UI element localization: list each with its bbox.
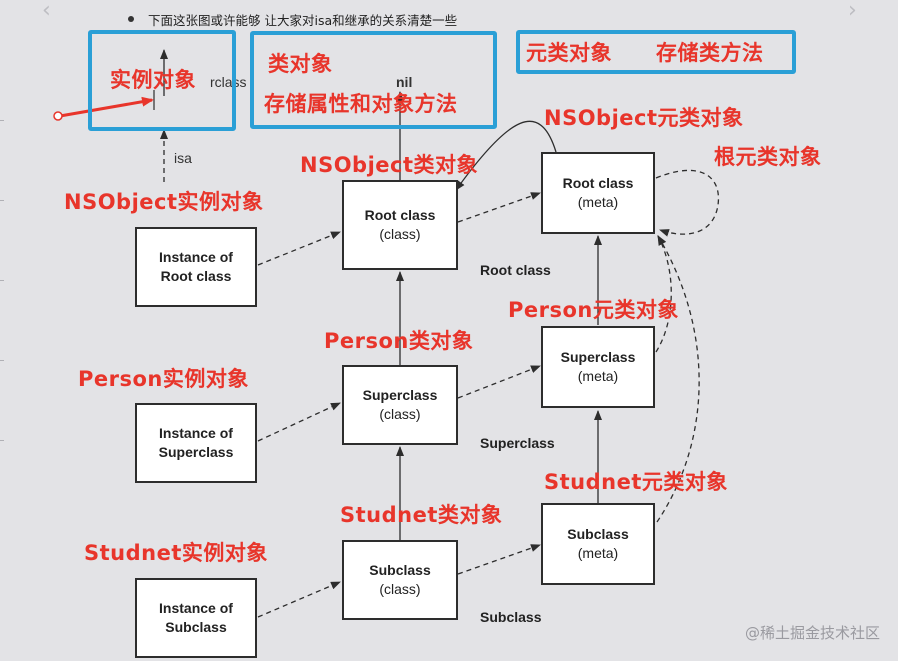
annotation-meta-class-desc: 存储类方法: [656, 41, 764, 65]
annotation-nsobject-meta: NSObject元类对象: [544, 106, 744, 130]
ruler-tick: [0, 280, 4, 281]
highlight-meta-class: [516, 30, 796, 74]
annotation-student-meta: Studnet元类对象: [544, 470, 728, 494]
node-subtitle: (class): [379, 406, 421, 422]
instance-root-node[interactable]: Instance of Root class: [135, 227, 257, 307]
node-title: Superclass: [362, 387, 438, 403]
watermark: @稀土掘金技术社区: [744, 624, 880, 642]
node-subtitle: (class): [379, 226, 421, 242]
node-title: Subclass: [369, 562, 431, 578]
sub-class-node[interactable]: Subclass (class): [342, 540, 458, 620]
node-subtitle: (meta): [577, 368, 619, 384]
node-title: Instance of: [159, 425, 233, 441]
superclass-rootmeta-to-rootclass: [455, 120, 557, 191]
isa-rootmeta-self: [655, 169, 720, 237]
node-title: Root class: [364, 207, 436, 223]
superclass-legend-fragment: rclass: [210, 74, 247, 90]
node-subtitle: Subclass: [165, 619, 227, 635]
isa-supermeta-to-rootmeta: [655, 235, 672, 353]
annotation-nsobject-instance: NSObject实例对象: [64, 190, 264, 214]
row-label-sub: Subclass: [480, 609, 542, 625]
super-meta-node[interactable]: Superclass (meta): [541, 326, 655, 408]
node-subtitle: Superclass: [158, 444, 234, 460]
ruler-tick: [0, 200, 4, 201]
highlight-instance-object: [88, 30, 236, 131]
next-slide-icon[interactable]: ›: [848, 0, 857, 23]
ruler-tick: [0, 120, 4, 121]
annotation-root-meta: 根元类对象: [714, 145, 822, 169]
annotation-pointer-dot: [53, 111, 63, 121]
annotation-instance-object: 实例对象: [110, 68, 196, 92]
node-subtitle: Root class: [160, 268, 232, 284]
node-title: Superclass: [560, 349, 636, 365]
node-title: Instance of: [159, 249, 233, 265]
isa-subclass-submeta: [457, 544, 541, 575]
node-subtitle: (meta): [577, 194, 619, 210]
highlight-class-object: [250, 31, 497, 129]
intro-text: 下面这张图或许能够 让大家对isa和继承的关系清楚一些: [148, 13, 458, 28]
root-class-node[interactable]: Root class (class): [342, 180, 458, 270]
bullet-icon: [128, 16, 134, 22]
instance-super-node[interactable]: Instance of Superclass: [135, 403, 257, 483]
annotation-student-class: Studnet类对象: [340, 503, 503, 527]
isa-label: isa: [174, 150, 192, 166]
node-title: Root class: [562, 175, 634, 191]
annotation-person-class: Person类对象: [324, 329, 474, 353]
isa-rootclass-rootmeta: [457, 192, 541, 223]
node-subtitle: (meta): [577, 545, 619, 561]
isa-instance-root: [257, 231, 341, 266]
isa-superclass-supermeta: [457, 365, 541, 399]
super-class-node[interactable]: Superclass (class): [342, 365, 458, 445]
annotation-class-object-desc: 存储属性和对象方法: [264, 92, 458, 116]
root-meta-node[interactable]: Root class (meta): [541, 152, 655, 234]
node-title: Instance of: [159, 600, 233, 616]
annotation-person-meta: Person元类对象: [508, 298, 679, 322]
instance-sub-node[interactable]: Instance of Subclass: [135, 578, 257, 658]
annotation-pointer-arrow: [59, 96, 154, 118]
ruler-tick: [0, 360, 4, 361]
annotation-class-object: 类对象: [268, 52, 333, 76]
ruler-tick: [0, 440, 4, 441]
annotation-student-instance: Studnet实例对象: [84, 541, 268, 565]
annotation-person-instance: Person实例对象: [78, 367, 249, 391]
isa-instance-sub: [257, 581, 341, 618]
isa-submeta-to-rootmeta: [656, 235, 700, 523]
nil-label: nil: [396, 74, 413, 90]
row-label-super: Superclass: [480, 435, 555, 451]
node-subtitle: (class): [379, 581, 421, 597]
sub-meta-node[interactable]: Subclass (meta): [541, 503, 655, 585]
node-title: Subclass: [567, 526, 629, 542]
row-label-root: Root class: [480, 262, 551, 278]
isa-instance-super: [257, 402, 341, 442]
annotation-nsobject-class: NSObject类对象: [300, 153, 479, 177]
prev-slide-icon[interactable]: ‹: [42, 0, 51, 23]
annotation-meta-class: 元类对象: [526, 41, 612, 65]
